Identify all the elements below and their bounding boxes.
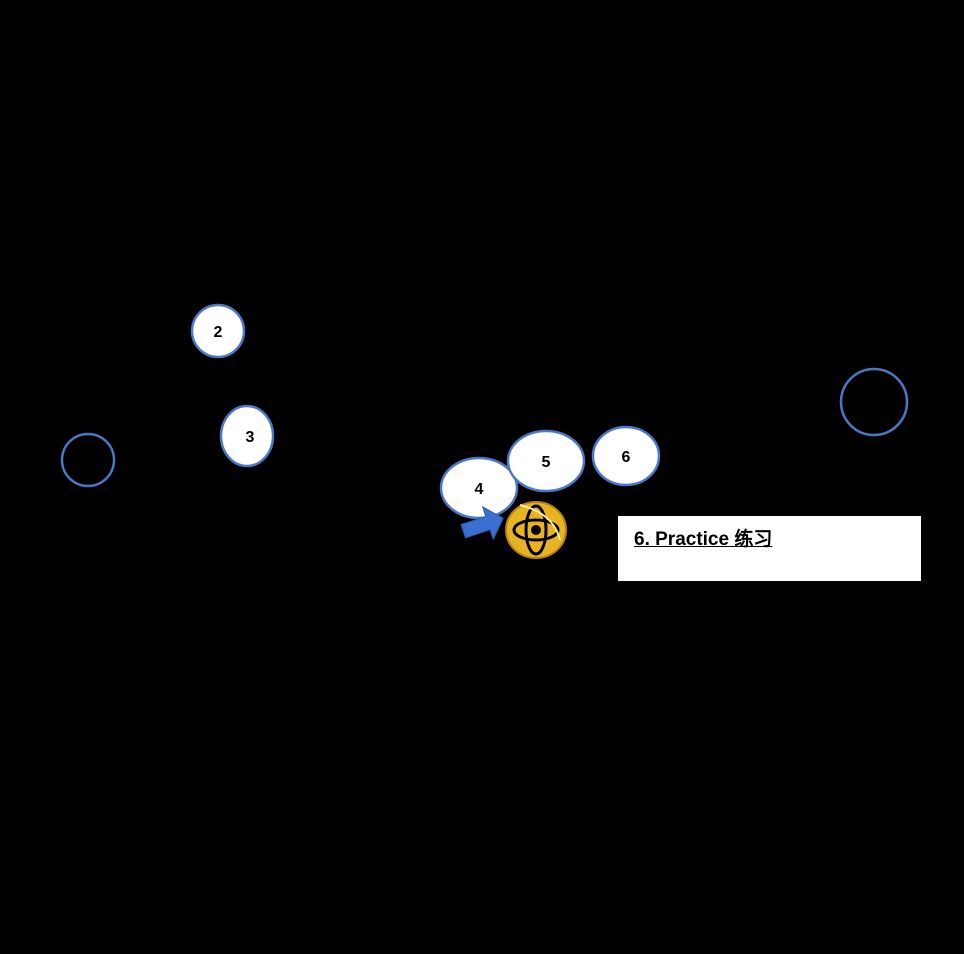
gear-icon [505,501,567,559]
start-circle [60,432,116,488]
node-6: 6 [591,425,661,487]
node-2: 2 [190,303,246,359]
journey-path-wave [558,433,940,546]
node-4: 4 [439,456,519,520]
node-5-label: 5 [542,454,551,471]
node-3: 3 [219,404,275,468]
node-6-label: 6 [622,449,631,466]
blue-arrow-icon [460,505,504,541]
node-5: 5 [506,429,586,493]
node-4-label: 4 [475,481,484,498]
node-2-label: 2 [214,324,223,341]
node-3-label: 3 [246,429,255,446]
practice-callout-text: 6. Practice 练习 [634,529,773,550]
tangle-scribble-icon [279,387,447,623]
end-circle [839,367,909,437]
practice-callout-box: 6. Practice 练习 [618,516,921,581]
